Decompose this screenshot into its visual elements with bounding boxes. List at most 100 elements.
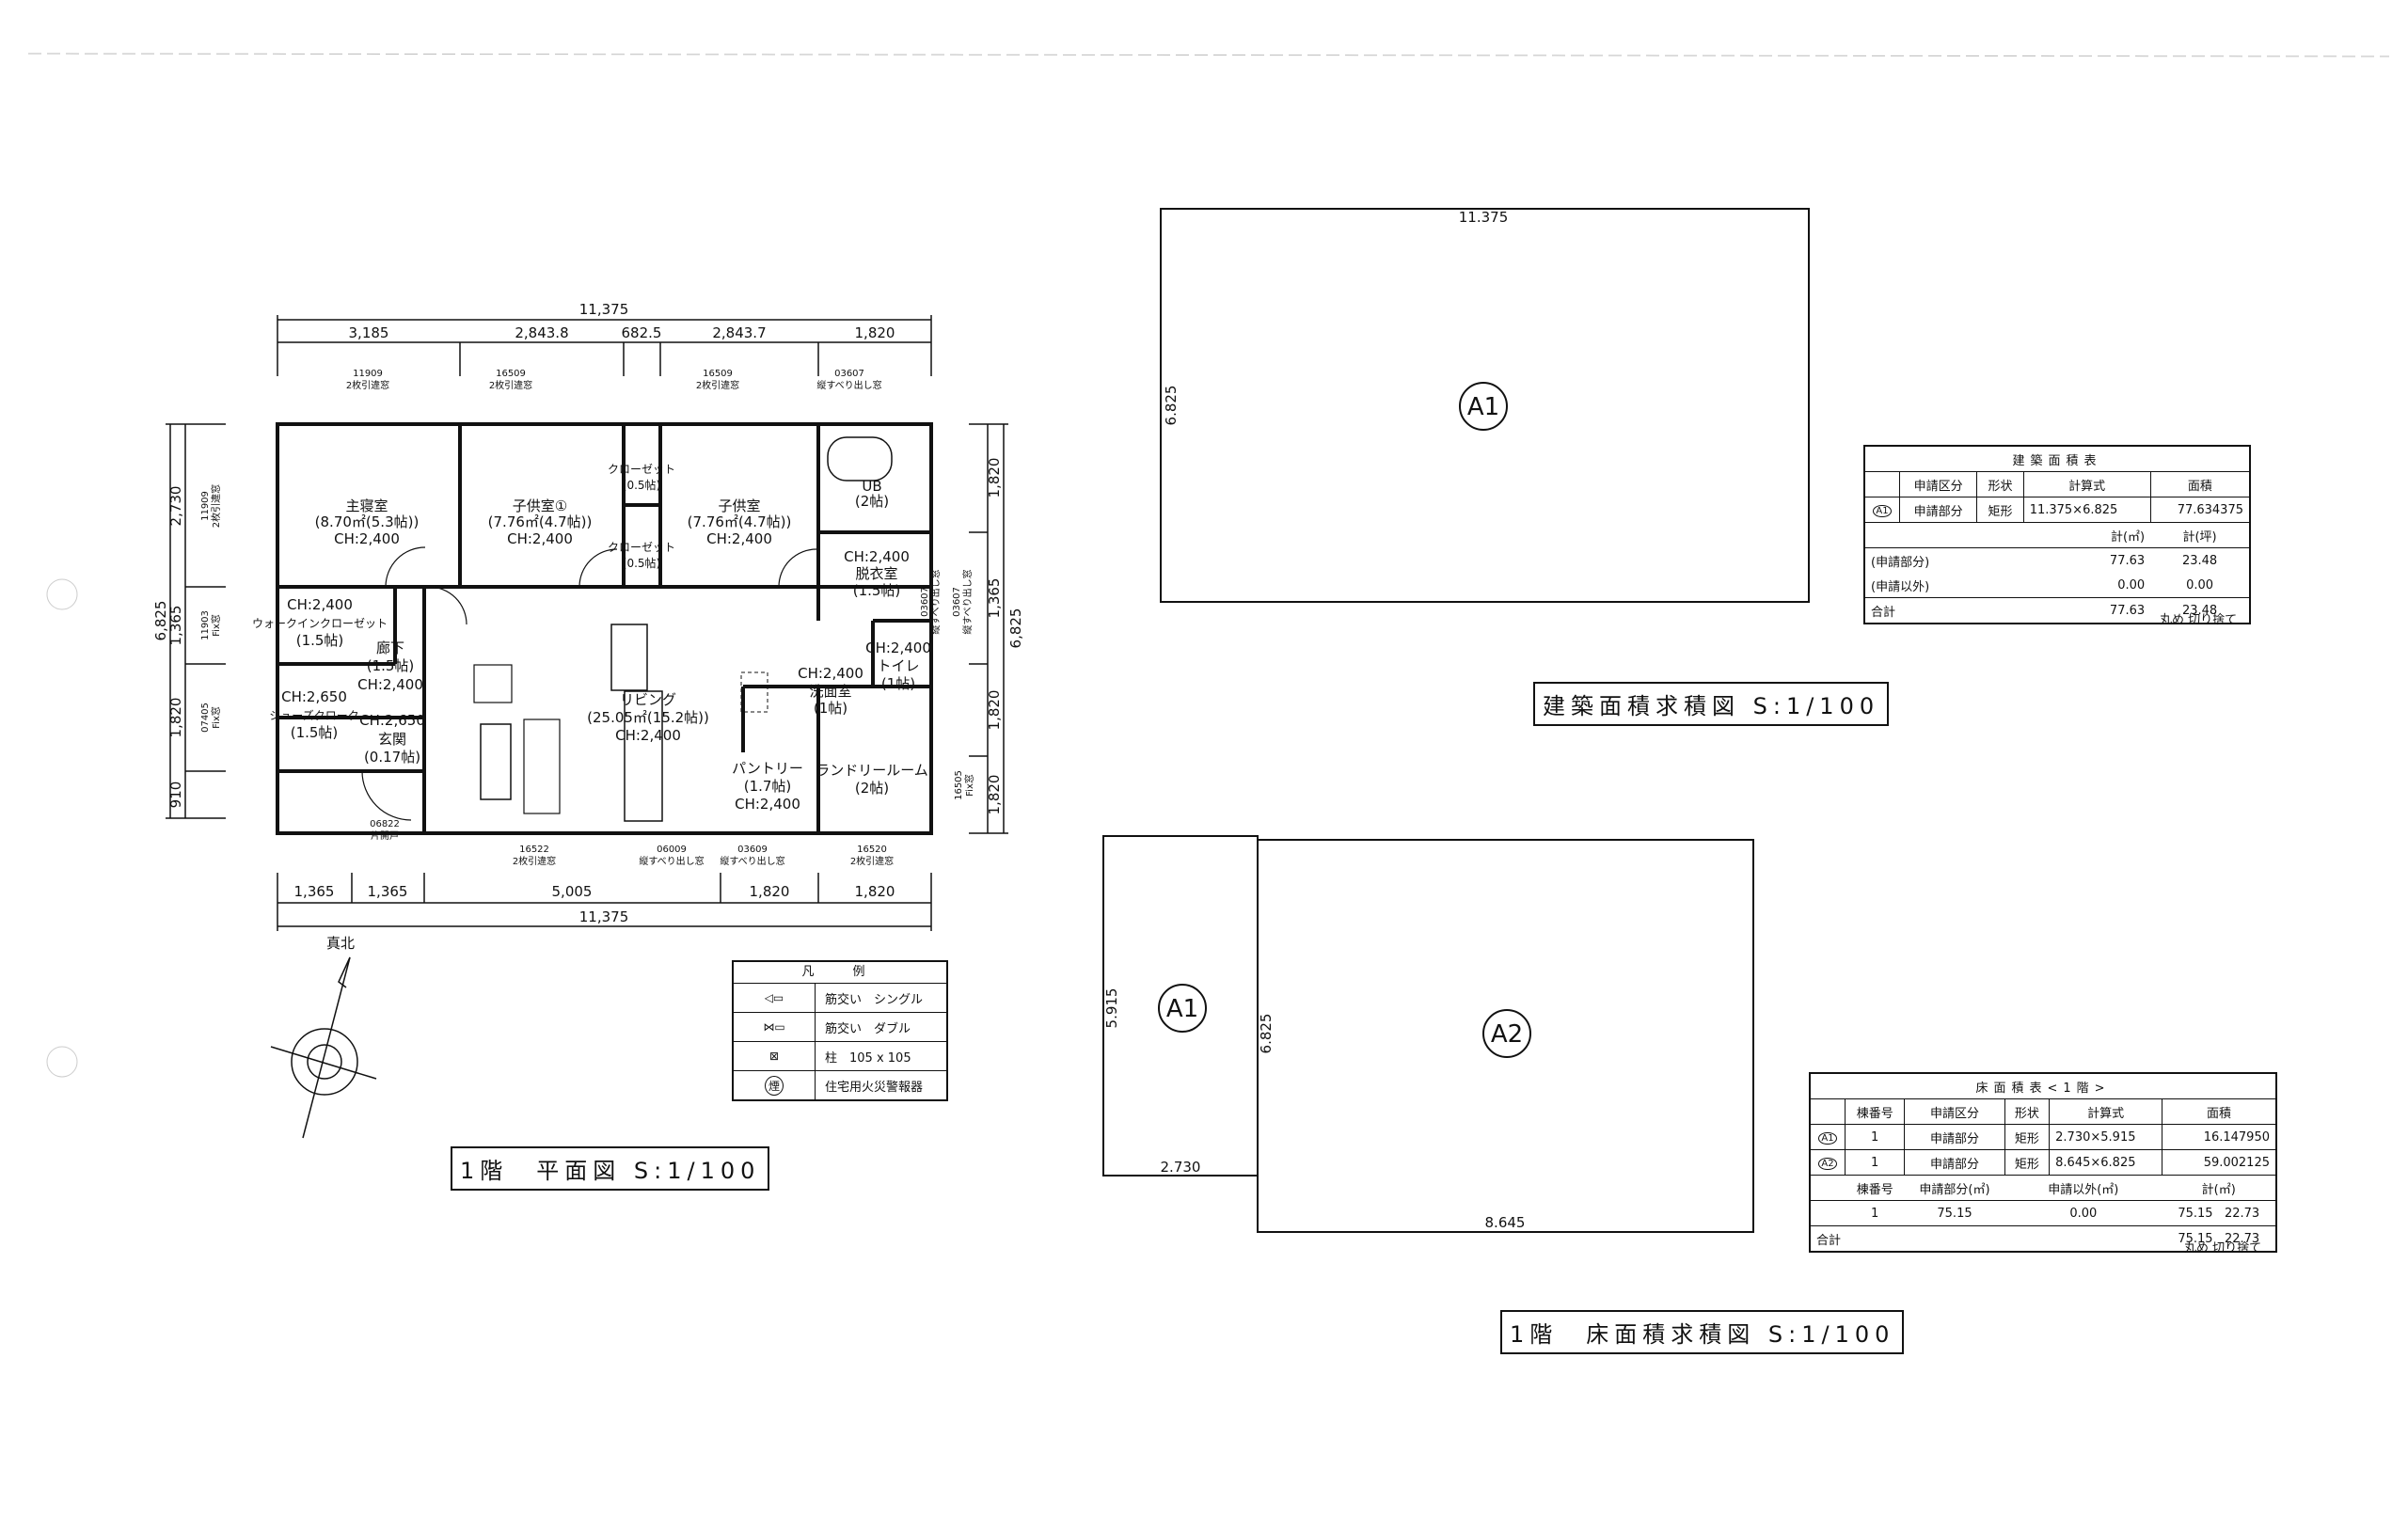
region-a2-rect <box>1257 839 1754 1233</box>
width-label: 11.375 <box>1459 209 1509 226</box>
legend-row: ⊠ 柱 105 x 105 <box>734 1041 946 1070</box>
svg-text:(1帖): (1帖) <box>881 675 915 692</box>
dim-left-segment: 1,365 <box>167 606 184 646</box>
window-type: 2枚引違窓 <box>696 379 739 391</box>
svg-text:CH:2,400: CH:2,400 <box>735 796 800 813</box>
dim-left-segment: 1,820 <box>167 698 184 738</box>
window-code: 03607 <box>952 587 962 617</box>
window-type: 2枚引違窓 <box>346 379 389 391</box>
region-a1-rect <box>1160 208 1810 603</box>
dim-bottom-segment: 5,005 <box>552 883 593 900</box>
a2-height-label: 6.825 <box>1258 1014 1275 1054</box>
svg-text:子供室①: 子供室① <box>513 497 567 514</box>
window-code: 07405 <box>200 703 211 733</box>
window-code: 16520 <box>857 845 887 855</box>
dimension-bottom <box>277 873 932 931</box>
dim-top-segment: 2,843.7 <box>712 324 766 341</box>
svg-text:(1.5帖): (1.5帖) <box>291 724 339 741</box>
room-unit-bath: UB (2帖) <box>855 478 889 510</box>
window-code: 03609 <box>737 845 768 855</box>
window-type: Fix窓 <box>963 774 975 797</box>
svg-text:(1帖): (1帖) <box>814 700 848 717</box>
column-header: 申請区分 <box>1904 1098 2005 1125</box>
compass-north-arrow-icon <box>270 956 377 1139</box>
svg-text:玄関: 玄関 <box>378 731 406 748</box>
table-row: A1 1 申請部分 矩形 2.730×5.915 16.147950 <box>1811 1124 2275 1150</box>
svg-text:(0.5帖): (0.5帖) <box>623 478 660 492</box>
svg-text:(1.5帖): (1.5帖) <box>296 632 344 649</box>
dimension-left <box>166 423 226 819</box>
column-header: 面積 <box>2149 471 2249 497</box>
table-row: A1 申請部分 矩形 11.375×6.825 77.634375 <box>1865 497 2249 523</box>
legend-label: 筋交い シングル <box>825 992 924 1007</box>
column-header: 計算式 <box>2022 471 2151 497</box>
dim-bottom-segment: 1,365 <box>368 883 408 900</box>
dimension-right <box>969 423 1008 834</box>
legend-row: ◁▭ 筋交い シングル <box>734 983 946 1012</box>
dim-top-segment: 1,820 <box>855 324 895 341</box>
table-title: 建築面積表 <box>1865 447 2249 472</box>
window-type: 縦すべり出し窓 <box>961 569 974 634</box>
svg-text:ウォークインクローゼット: ウォークインクローゼット <box>252 617 388 630</box>
legend-label: 柱 105 x 105 <box>825 1050 911 1066</box>
room-dressing: CH:2,400 脱衣室 (1.5帖) <box>844 548 910 599</box>
svg-text:CH:2,400: CH:2,400 <box>798 665 863 682</box>
svg-text:子供室: 子供室 <box>718 497 760 514</box>
dim-left-total: 6,825 <box>152 601 169 641</box>
svg-text:(0.5帖): (0.5帖) <box>623 556 660 570</box>
walls <box>276 422 933 835</box>
room-shoe-closet: CH:2,650 シューズクローク (1.5帖) <box>269 688 358 741</box>
smoke-alarm-icon: 煙 <box>734 1071 816 1099</box>
room-washroom: CH:2,400 洗面室 (1帖) <box>798 665 863 717</box>
room-master-bedroom: 主寝室 (8.70㎡(5.3帖)) CH:2,400 <box>315 497 420 547</box>
a2-width-label: 8.645 <box>1485 1214 1526 1231</box>
dim-right-segment: 1,365 <box>986 578 1003 619</box>
dim-bottom-segment: 1,820 <box>750 883 790 900</box>
svg-text:CH:2,650: CH:2,650 <box>359 712 425 729</box>
column-header: 形状 <box>1976 471 2024 497</box>
dim-right-segment: 1,820 <box>986 690 1003 731</box>
chair <box>473 664 513 703</box>
dim-left-segment: 2,730 <box>167 486 184 527</box>
a1-height-label: 5.915 <box>1103 988 1120 1029</box>
binder-hole <box>46 1046 78 1078</box>
window-code: 16505 <box>954 770 964 800</box>
svg-text:(1.5帖): (1.5帖) <box>367 657 415 674</box>
svg-text:CH:2,400: CH:2,400 <box>865 640 931 656</box>
window-type: 2枚引違窓 <box>513 855 556 867</box>
region-marker <box>1459 382 1508 431</box>
room-pantry: パントリー (1.7帖) CH:2,400 <box>732 760 803 813</box>
svg-text:(1.7帖): (1.7帖) <box>744 778 792 795</box>
sheet-border-line <box>27 53 2390 57</box>
legend: 凡 例 ◁▭ 筋交い シングル ⋈▭ 筋交い ダブル ⊠ 柱 105 x 105… <box>732 960 948 1101</box>
window-code: 16509 <box>703 369 733 379</box>
room-laundry: ランドリールーム (2帖) <box>816 762 928 797</box>
svg-text:(2帖): (2帖) <box>855 780 889 797</box>
svg-text:トイレ: トイレ <box>877 657 919 674</box>
dim-top-segment: 2,843.8 <box>515 324 568 341</box>
window-code: 03607 <box>920 587 930 617</box>
svg-text:リビング: リビング <box>620 691 676 708</box>
svg-text:クローゼット: クローゼット <box>608 463 675 476</box>
sofa-table <box>480 723 512 800</box>
legend-label: 筋交い ダブル <box>825 1021 911 1036</box>
column-header: 申請区分 <box>1898 471 1977 497</box>
svg-text:(25.05㎡(15.2帖)): (25.05㎡(15.2帖)) <box>587 709 709 726</box>
dim-top-segment: 3,185 <box>349 324 389 341</box>
window-type: 縦すべり出し窓 <box>639 855 704 867</box>
legend-row: 煙 住宅用火災警報器 <box>734 1070 946 1099</box>
dim-top-segment: 682.5 <box>622 324 662 341</box>
svg-text:廊下: 廊下 <box>376 640 404 656</box>
brace-single-icon: ◁▭ <box>734 984 816 1012</box>
room-living: リビング (25.05㎡(15.2帖)) CH:2,400 <box>587 691 709 744</box>
room-child-1: 子供室① (7.76㎡(4.7帖)) CH:2,400 <box>488 497 593 547</box>
room-closet-2: クローゼット (0.5帖) <box>608 541 675 570</box>
room-walk-in-closet: CH:2,400 ウォークインクローゼット (1.5帖) <box>252 596 388 649</box>
svg-text:クローゼット: クローゼット <box>608 541 675 554</box>
building-area-diagram <box>1160 208 1810 603</box>
column-icon: ⊠ <box>734 1042 816 1070</box>
room-toilet: CH:2,400 トイレ (1帖) <box>865 640 931 692</box>
svg-text:CH:2,400: CH:2,400 <box>844 548 910 565</box>
region-marker <box>1482 1009 1531 1058</box>
